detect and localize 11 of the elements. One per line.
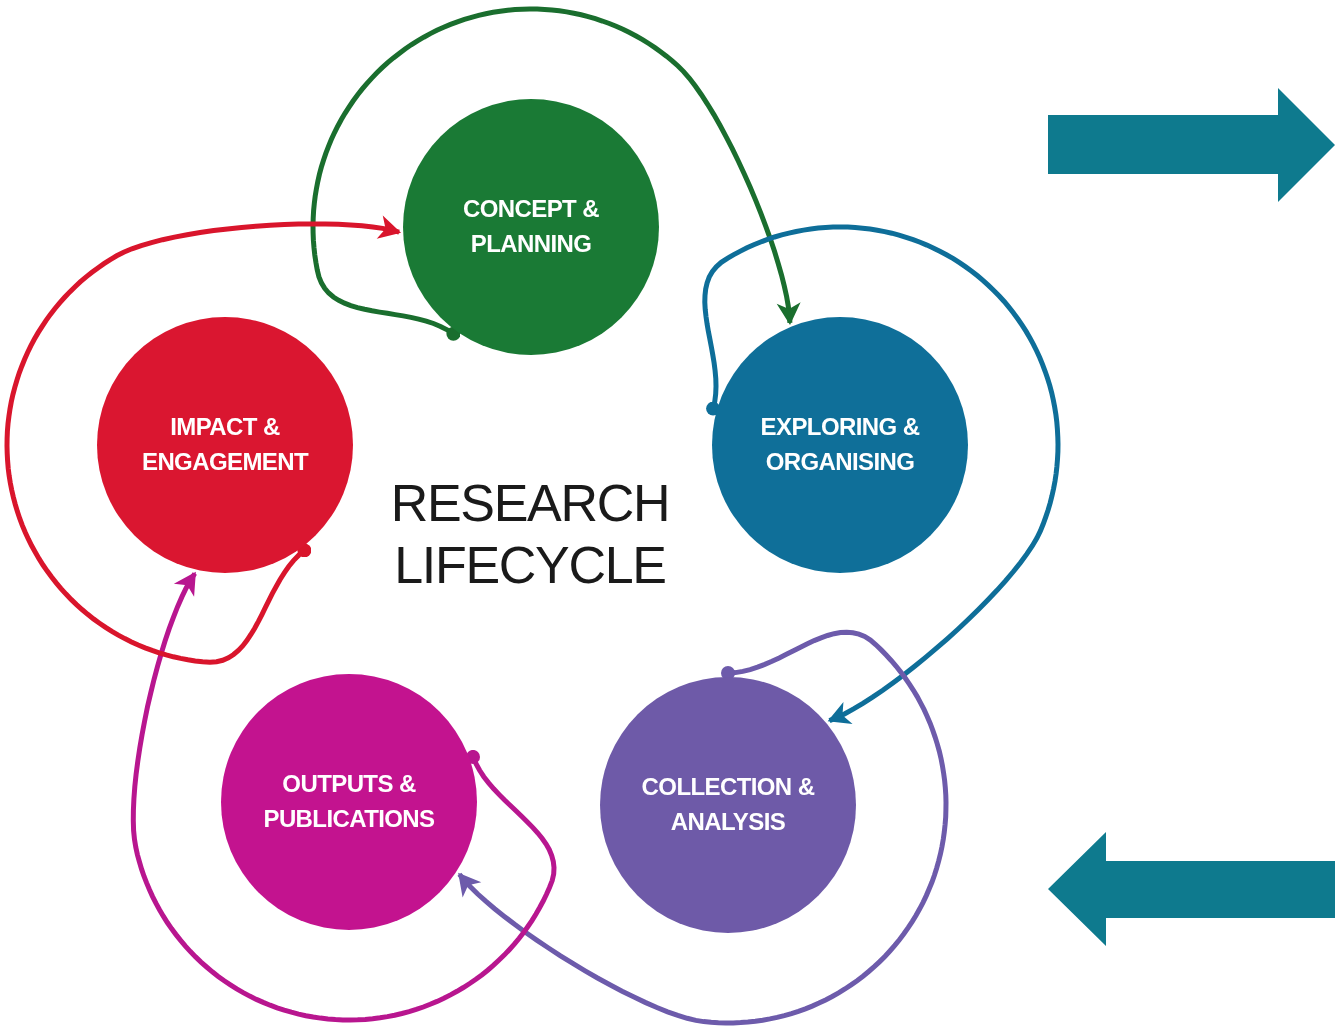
cycle-arrow [310,6,801,341]
stage-label: COLLECTION & ANALYSIS [640,772,816,837]
cycle-arrow [702,224,1061,725]
stage-label: EXPLORING & ORGANISING [759,412,921,477]
cycle-arrow [130,571,557,1023]
stage-label: IMPACT & ENGAGEMENT [141,412,310,477]
stage-label: CONCEPT & PLANNING [462,194,600,259]
cycle-arrow [4,215,402,665]
center-title: RESEARCH LIFECYCLE [389,473,671,597]
stage-label: OUTPUTS & PUBLICATIONS [262,769,436,834]
cycle-arrow [457,629,949,1026]
